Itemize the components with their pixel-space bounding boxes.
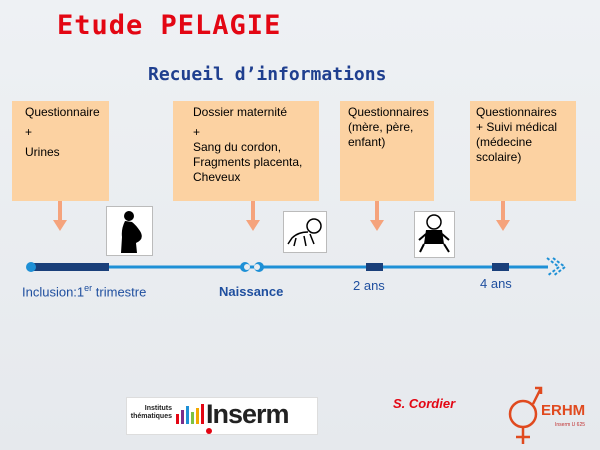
inserm-wordmark: Inserm <box>206 399 290 429</box>
inclusion-label: Inclusion:1er trimestre <box>22 283 147 300</box>
box-line: Urines <box>25 145 60 159</box>
box-line: Dossier maternité <box>193 105 288 119</box>
box-line: + Suivi médical <box>476 120 558 134</box>
box-line: Fragments placenta, <box>193 155 303 169</box>
down-arrow-icon <box>370 201 384 231</box>
sitting-child-icon <box>414 211 455 258</box>
down-arrow-icon <box>246 201 260 231</box>
box-line: (mère, père, <box>348 120 414 134</box>
timeline <box>26 257 567 277</box>
author-credit: S. Cordier <box>393 396 456 411</box>
crawling-baby-icon <box>283 211 327 253</box>
age-4-marker <box>492 263 509 271</box>
pregnant-woman-icon <box>106 206 153 256</box>
box-line: scolaire) <box>476 150 522 164</box>
down-arrow-icon <box>496 201 510 231</box>
info-box-2-years: Questionnaires (mère, père, enfant) <box>340 101 434 201</box>
gender-symbols-icon <box>508 386 543 444</box>
timeline-arrow-icon <box>546 257 561 277</box>
info-box-inclusion: Questionnaire + Urines <box>12 101 109 201</box>
inclusion-period-bar <box>32 263 109 271</box>
inclusion-marker <box>26 262 36 272</box>
slide-title: Etude PELAGIE <box>57 10 282 41</box>
age-2-label: 2 ans <box>353 278 385 293</box>
box-line: + <box>25 125 33 139</box>
erhm-subtitle: Inserm U 625 <box>555 422 586 428</box>
box-line: Sang du cordon, <box>193 140 282 154</box>
info-box-birth: Dossier maternité + Sang du cordon, Frag… <box>173 101 319 201</box>
slide-subtitle: Recueil d’informations <box>148 64 387 85</box>
down-arrow-icon <box>53 201 67 231</box>
erhm-wordmark: ERHM <box>541 402 586 419</box>
inserm-dot-icon <box>206 428 212 434</box>
box-line: + <box>193 125 201 139</box>
age-2-marker <box>366 263 383 271</box>
box-line: enfant) <box>348 135 386 149</box>
inserm-logo: Instituts thématiques Inserm <box>126 397 318 435</box>
box-line: Questionnaire <box>25 105 100 119</box>
box-line: Questionnaires <box>476 105 557 119</box>
info-box-4-years: Questionnaires + Suivi médical (médecine… <box>470 101 576 201</box>
institutes-label: Instituts thématiques <box>130 405 172 420</box>
box-line: Cheveux <box>193 170 241 184</box>
erhm-logo: ERHM Inserm U 625 <box>503 376 598 450</box>
box-line: Questionnaires <box>348 105 429 119</box>
box-line: (médecine <box>476 135 533 149</box>
age-4-label: 4 ans <box>480 276 512 291</box>
birth-label: Naissance <box>219 284 284 299</box>
